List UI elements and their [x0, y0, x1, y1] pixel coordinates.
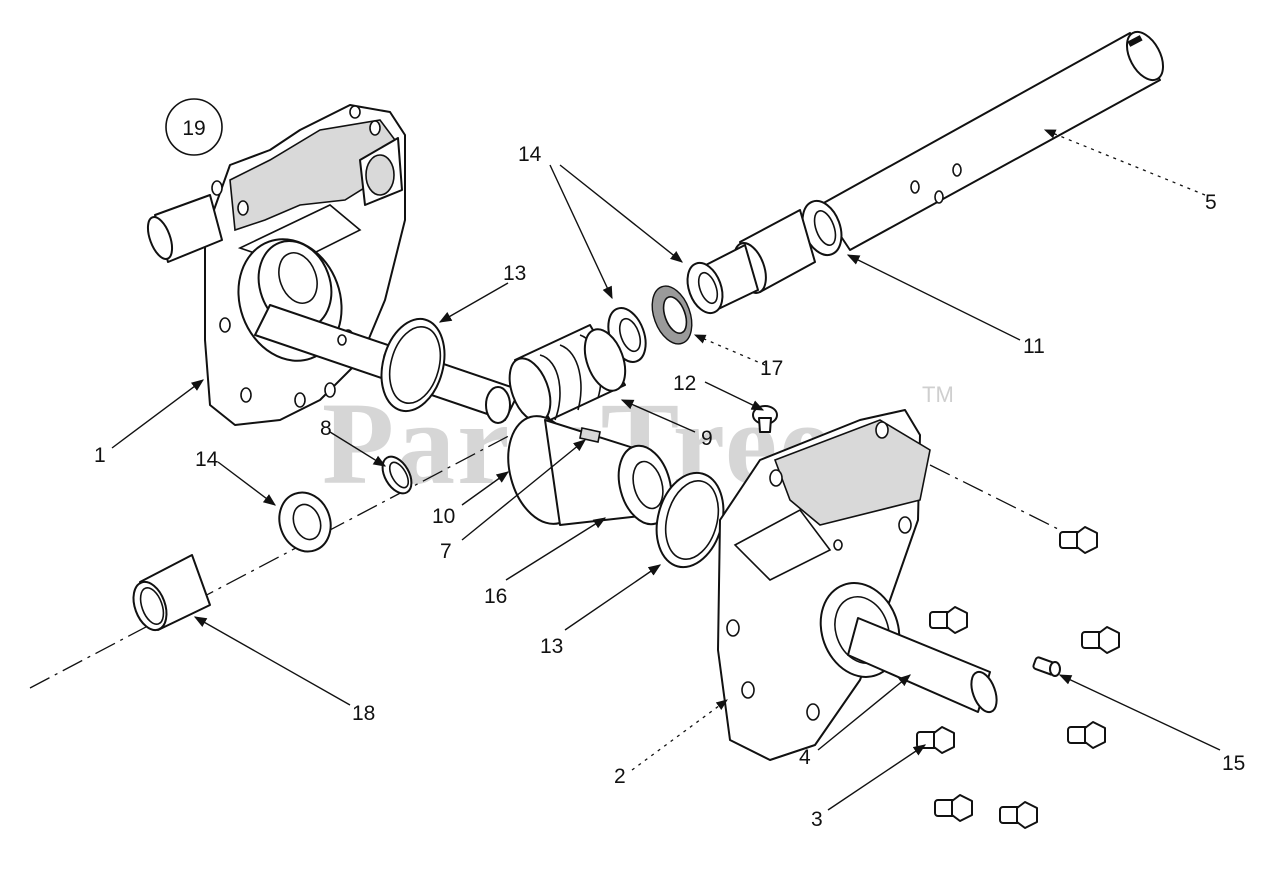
callout-labels: 1 2 3 4 5 7 8 9 10 11 12 13 13 14 14 15 …	[94, 143, 1245, 831]
callout-2: 2	[614, 765, 626, 788]
callout-11: 11	[1023, 335, 1045, 358]
callout-18: 18	[352, 702, 375, 725]
gasket-lower	[655, 471, 725, 569]
callout-7: 7	[440, 540, 452, 563]
callout-5: 5	[1205, 191, 1217, 214]
auger-shaft	[699, 30, 1165, 313]
group-number: 19	[182, 117, 205, 140]
callout-4: 4	[799, 746, 811, 769]
callout-16: 16	[484, 585, 507, 608]
callout-1: 1	[94, 444, 106, 467]
callout-13-lower: 13	[540, 635, 563, 658]
washer-lower	[278, 491, 332, 553]
hex-bolts	[916, 526, 1120, 829]
center-lines	[29, 429, 1061, 689]
output-shaft	[847, 617, 998, 714]
callout-14-upper: 14	[518, 143, 542, 166]
callout-3: 3	[811, 808, 823, 831]
worm-wheel-hub	[507, 415, 673, 526]
bushing	[132, 554, 211, 632]
callout-14-lower: 14	[195, 448, 219, 471]
worm-gear	[508, 324, 627, 423]
gasket-upper	[380, 317, 446, 413]
trademark-symbol: TM	[922, 382, 954, 407]
callout-13-upper: 13	[503, 262, 526, 285]
retaining-ring	[381, 455, 413, 495]
callout-17: 17	[760, 357, 783, 380]
callout-12: 12	[673, 372, 696, 395]
group-badge: 19	[165, 98, 223, 156]
leader-lines	[111, 129, 1221, 811]
grease-fitting	[1032, 656, 1061, 677]
callout-15: 15	[1222, 752, 1245, 775]
callout-8: 8	[320, 417, 332, 440]
callout-9: 9	[701, 427, 713, 450]
callout-10: 10	[432, 505, 455, 528]
